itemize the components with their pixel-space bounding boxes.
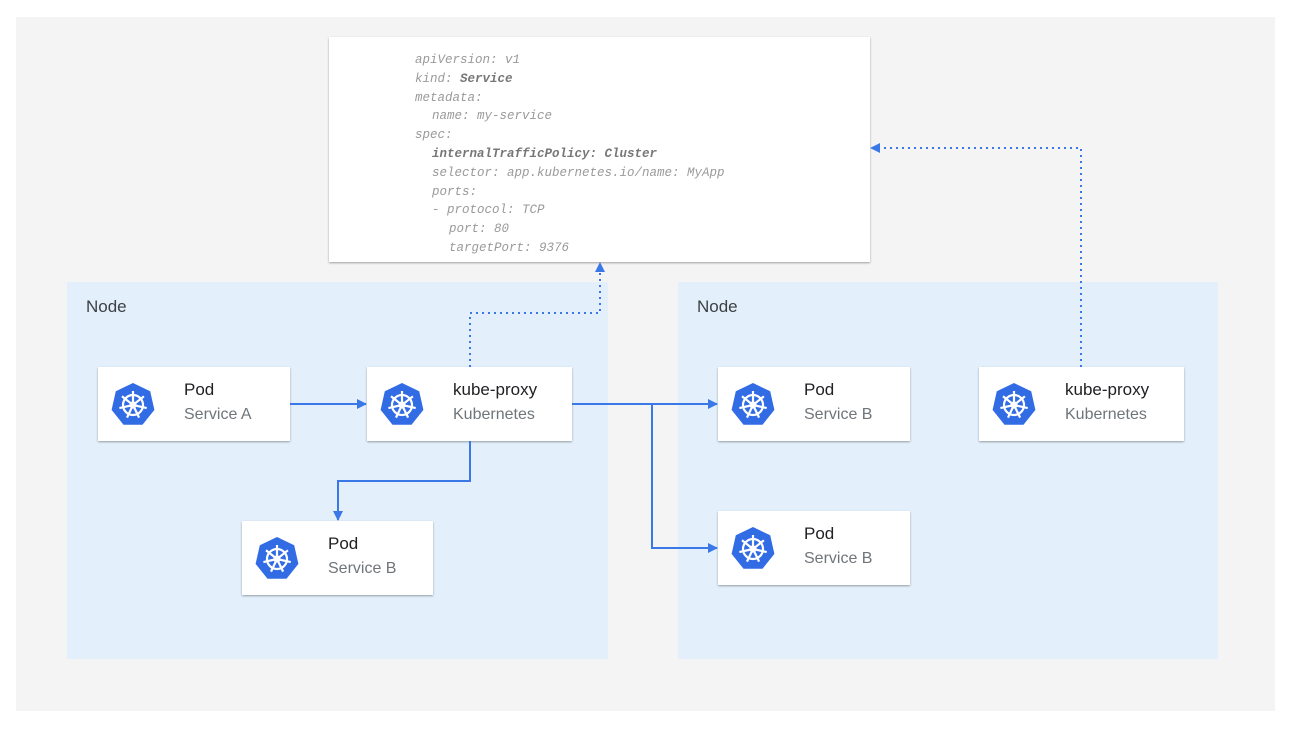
yaml-text: targetPort: 9376 [449, 241, 570, 255]
node-label: Node [697, 297, 738, 316]
yaml-text: name: my-service [432, 109, 553, 124]
yaml-text: port: 80 [449, 222, 510, 237]
dotted-arrow-kube-proxy-right-to-service [870, 143, 1082, 367]
yaml-text: kind: [415, 71, 461, 86]
yaml-highlight: Service [460, 71, 513, 86]
card-title: Pod [804, 380, 835, 399]
yaml-line: kind: Service [415, 72, 513, 86]
yaml-text: metadata: [415, 90, 483, 105]
card-subtitle: Service B [804, 406, 873, 423]
yaml-line: - protocol: TCP [432, 203, 545, 217]
card-subtitle: Kubernetes [453, 406, 535, 423]
yaml-line: spec: [415, 128, 453, 142]
yaml-line: metadata: [415, 91, 483, 105]
yaml-line: ports: [432, 185, 477, 199]
card-title: Pod [328, 534, 359, 553]
node-label: Node [86, 297, 127, 316]
card-subtitle: Kubernetes [1065, 406, 1147, 423]
card-title: kube-proxy [1065, 380, 1150, 399]
yaml-line: name: my-service [432, 109, 552, 123]
node-left: Node [67, 282, 608, 659]
card-title: Pod [804, 524, 835, 543]
card-title: kube-proxy [453, 380, 538, 399]
node-right: Node [678, 282, 1218, 659]
card-subtitle: Service A [184, 406, 252, 423]
yaml-highlight: internalTrafficPolicy: Cluster [432, 147, 658, 161]
yaml-text: apiVersion: v1 [415, 53, 521, 67]
yaml-text: ports: [432, 184, 478, 199]
yaml-text: selector: app.kubernetes.io/name: MyApp [432, 165, 725, 180]
yaml-line: apiVersion: v1 [415, 53, 520, 67]
service-yaml-card: apiVersion: v1 kind: Service metadata: name… [329, 37, 870, 262]
dotted-arrow-kube-proxy-left-to-service [469, 262, 605, 367]
yaml-text: spec: [415, 128, 453, 143]
yaml-line: internalTrafficPolicy: Cluster [432, 147, 657, 161]
card-subtitle: Service B [804, 550, 873, 567]
arrow-kube-proxy-to-pod-b-left [333, 441, 471, 521]
card-title: Pod [184, 380, 215, 399]
yaml-line: port: 80 [449, 222, 509, 236]
arrow-kube-proxy-to-pod-b-right-2 [651, 404, 718, 553]
yaml-line: selector: app.kubernetes.io/name: MyApp [432, 166, 725, 180]
yaml-line: targetPort: 9376 [449, 241, 569, 255]
yaml-text: - protocol: TCP [432, 203, 545, 218]
card-subtitle: Service B [328, 560, 397, 577]
